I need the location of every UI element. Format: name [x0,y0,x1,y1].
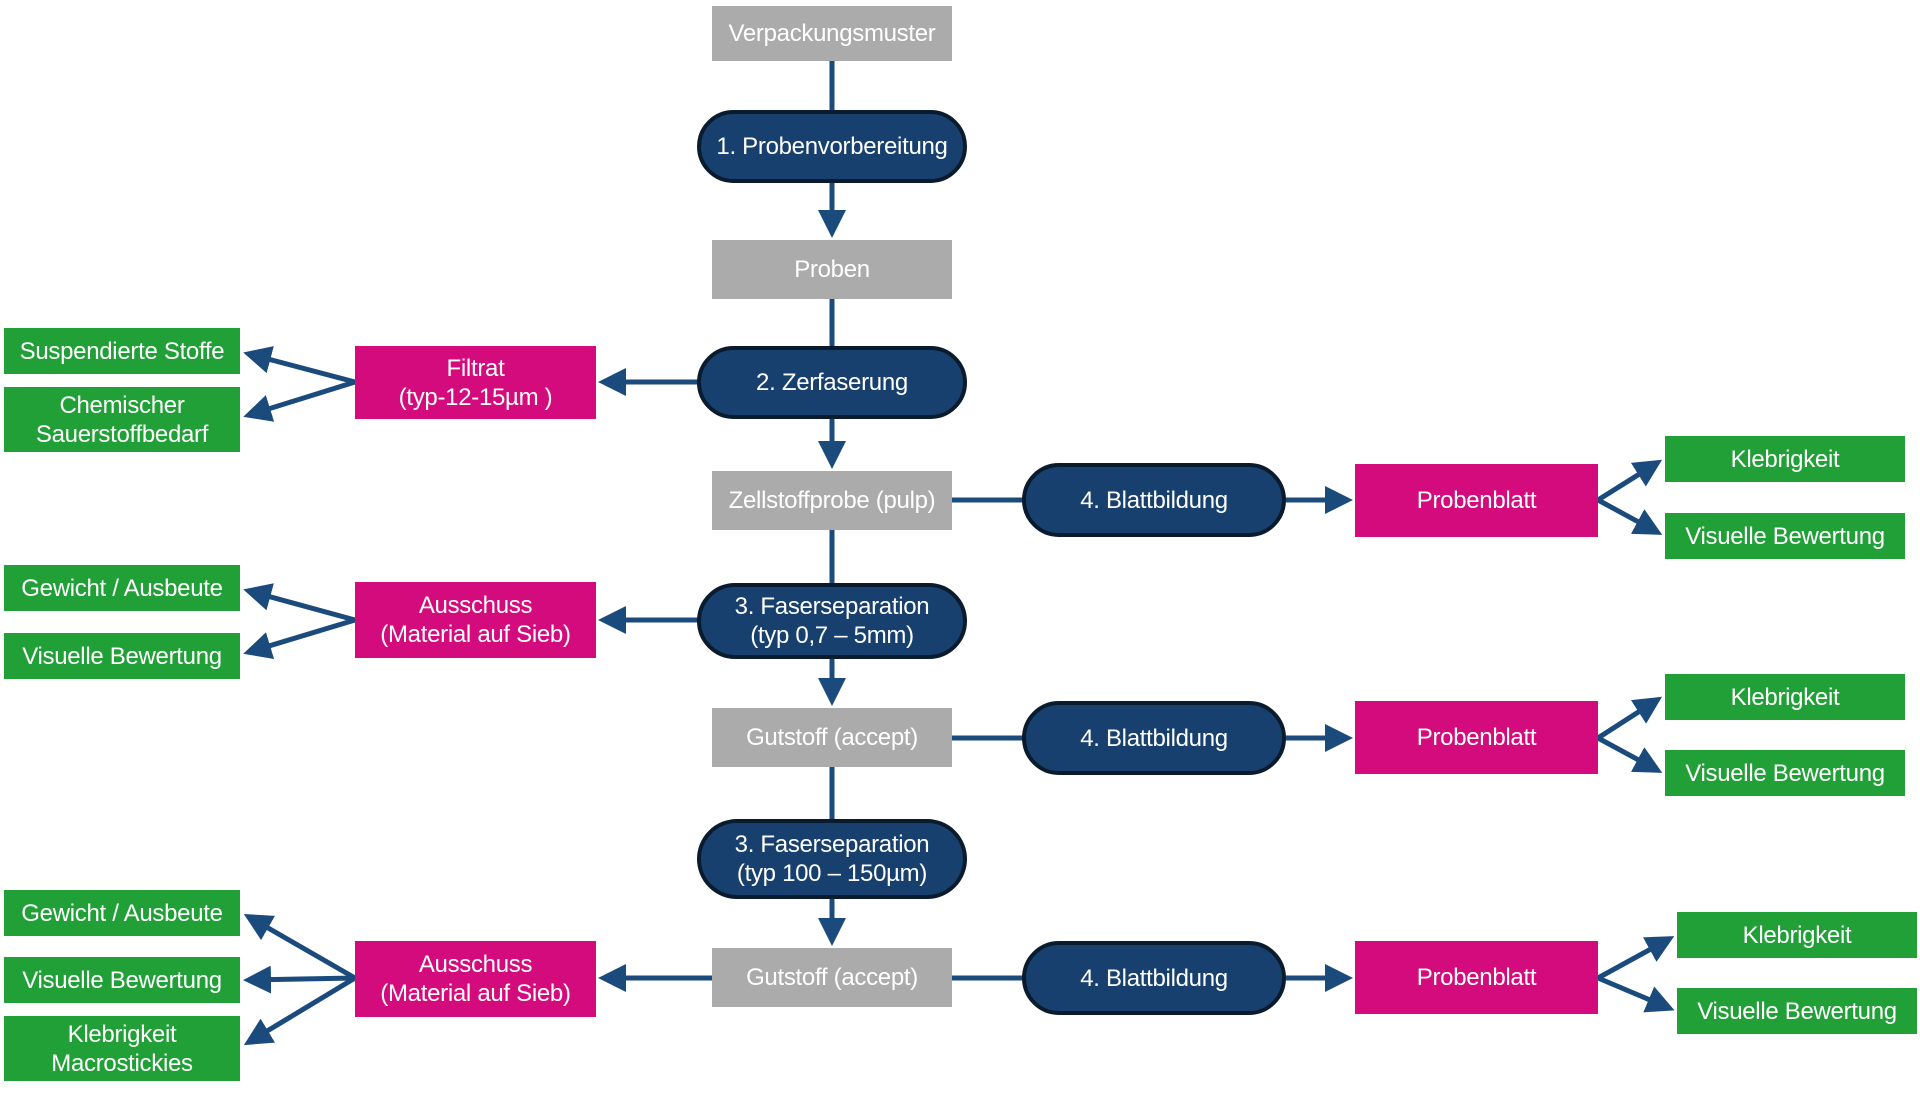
node-klebrigkeit-2: Klebrigkeit [1665,674,1905,720]
node-probenblatt-3: Probenblatt [1355,941,1598,1014]
node-visuelle-bewertung-2: Visuelle Bewertung [4,633,240,679]
node-gutstoff-1: Gutstoff (accept) [712,708,952,767]
node-blattbildung-3: 4. Blattbildung [1022,941,1286,1015]
node-ausschuss-2: Ausschuss (Material auf Sieb) [355,941,596,1017]
node-zerfaserung: 2. Zerfaserung [697,346,967,419]
node-gewicht-ausbeute-2: Gewicht / Ausbeute [4,890,240,936]
node-klebrigkeit-3: Klebrigkeit [1677,912,1917,958]
node-filtrat: Filtrat (typ-12-15µm ) [355,346,596,419]
node-ausschuss-1: Ausschuss (Material auf Sieb) [355,582,596,658]
node-zellstoffprobe: Zellstoffprobe (pulp) [712,471,952,530]
node-blattbildung-2: 4. Blattbildung [1022,701,1286,775]
node-verpackungsmuster: Verpackungsmuster [712,6,952,61]
node-gutstoff-2: Gutstoff (accept) [712,948,952,1007]
node-chemischer-sauerstoffbedarf: Chemischer Sauerstoffbedarf [4,387,240,452]
node-visuelle-bewertung-4: Visuelle Bewertung [4,957,240,1003]
node-klebrigkeit-1: Klebrigkeit [1665,436,1905,482]
node-visuelle-bewertung-1: Visuelle Bewertung [1665,513,1905,559]
node-probenblatt-2: Probenblatt [1355,701,1598,774]
node-faserseparation-2: 3. Faserseparation (typ 100 – 150µm) [697,819,967,899]
node-probenblatt-1: Probenblatt [1355,464,1598,537]
node-proben: Proben [712,240,952,299]
node-visuelle-bewertung-5: Visuelle Bewertung [1677,988,1917,1034]
node-suspendierte-stoffe: Suspendierte Stoffe [4,328,240,374]
node-faserseparation-1: 3. Faserseparation (typ 0,7 – 5mm) [697,583,967,659]
node-klebrigkeit-macrostickies: Klebrigkeit Macrostickies [4,1016,240,1081]
node-visuelle-bewertung-3: Visuelle Bewertung [1665,750,1905,796]
node-blattbildung-1: 4. Blattbildung [1022,463,1286,537]
node-probenvorbereitung: 1. Probenvorbereitung [697,110,967,183]
node-gewicht-ausbeute-1: Gewicht / Ausbeute [4,565,240,611]
